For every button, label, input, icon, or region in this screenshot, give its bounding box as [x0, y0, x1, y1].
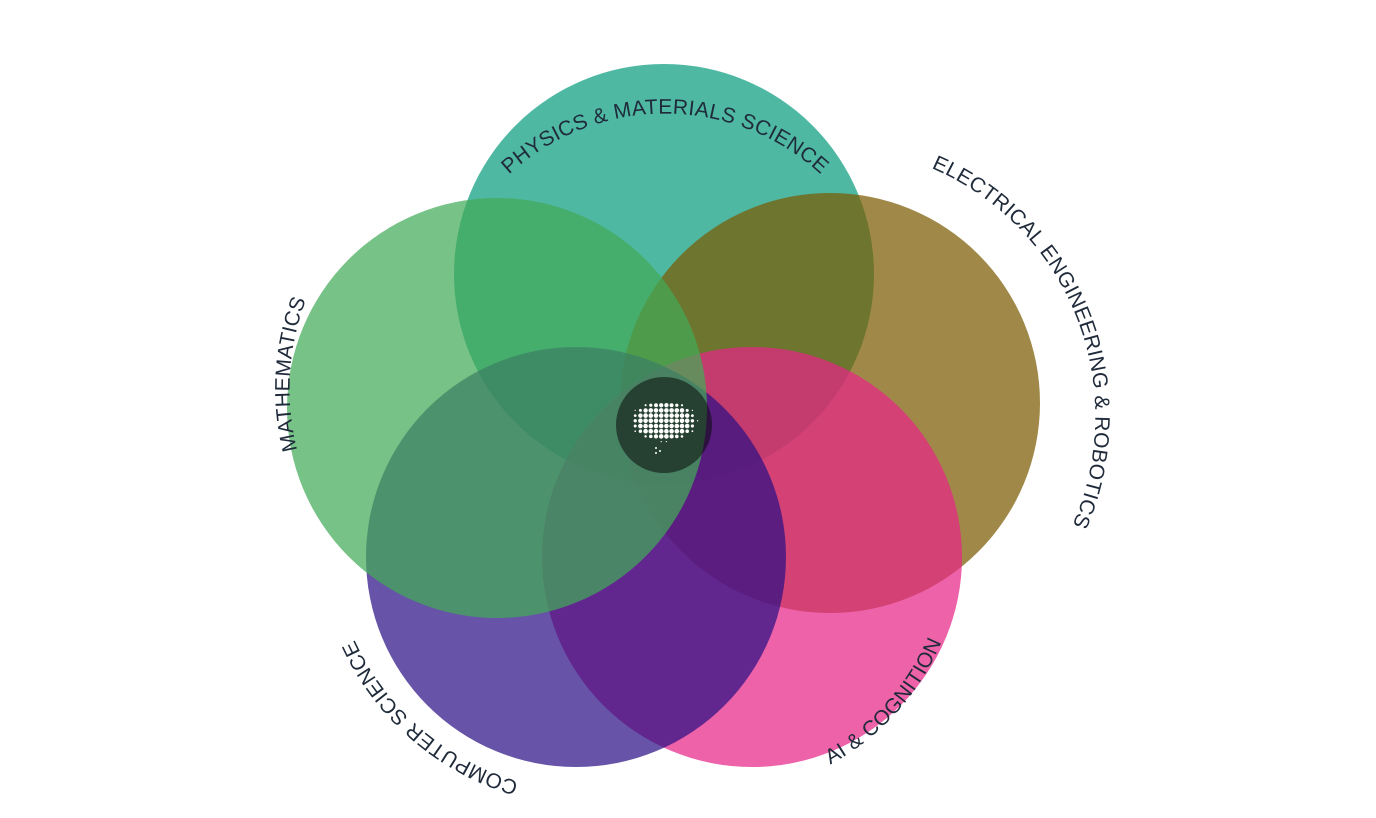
- brain-dot: [633, 414, 637, 417]
- brain-dot: [674, 418, 680, 424]
- brain-dot: [669, 434, 674, 439]
- brain-dot: [658, 423, 664, 429]
- brain-dot: [648, 413, 654, 418]
- brain-icon: [633, 403, 699, 454]
- brain-dot: [653, 413, 659, 418]
- circle-math: [287, 198, 707, 618]
- brain-dot: [664, 428, 669, 434]
- brain-dot: [674, 434, 679, 439]
- brain-dot: [696, 420, 699, 422]
- brain-dot: [655, 452, 657, 454]
- brain-dot: [679, 428, 685, 434]
- brain-dot: [674, 423, 680, 429]
- brain-dot: [669, 403, 674, 408]
- brain-dot: [679, 408, 685, 413]
- brain-dot: [634, 430, 637, 433]
- brain-dot: [638, 429, 643, 433]
- brain-dot: [658, 413, 664, 418]
- center-overlap: [616, 377, 712, 473]
- brain-dot: [643, 408, 648, 413]
- brain-dot: [653, 418, 659, 424]
- brain-dot: [643, 428, 648, 434]
- venn-circles: [287, 64, 1040, 767]
- brain-dot: [685, 429, 689, 433]
- brain-dot: [675, 403, 679, 407]
- brain-dot: [658, 408, 664, 413]
- brain-dot: [669, 408, 674, 413]
- brain-dot: [669, 418, 674, 424]
- brain-dot: [648, 428, 654, 434]
- brain-dot: [644, 435, 647, 438]
- brain-dot: [648, 418, 654, 424]
- brain-dot: [669, 428, 674, 434]
- brain-dot: [634, 409, 636, 412]
- brain-dot: [664, 413, 669, 418]
- brain-dot: [669, 423, 674, 429]
- brain-dot: [648, 408, 654, 413]
- brain-dot: [658, 428, 664, 434]
- brain-dot: [664, 408, 669, 413]
- brain-dot: [669, 413, 674, 418]
- brain-dot: [648, 423, 654, 429]
- brain-dot: [638, 408, 642, 412]
- brain-dot: [649, 434, 653, 439]
- brain-dot: [674, 408, 680, 413]
- brain-dot: [653, 434, 659, 439]
- brain-dot: [690, 419, 695, 423]
- brain-dot: [643, 418, 648, 424]
- brain-dot: [680, 404, 684, 407]
- brain-dot: [654, 403, 658, 408]
- brain-dot: [649, 403, 653, 407]
- brain-dot: [664, 403, 669, 408]
- brain-dot: [691, 409, 694, 412]
- brain-dot: [664, 418, 669, 424]
- brain-dot: [643, 413, 648, 418]
- brain-dot: [653, 423, 659, 429]
- brain-dot: [658, 418, 664, 424]
- brain-dot: [674, 413, 680, 418]
- brain-dot: [659, 403, 664, 408]
- brain-dot: [685, 408, 689, 412]
- brain-dot: [633, 419, 637, 423]
- brain-dot: [690, 424, 694, 428]
- brain-dot: [638, 423, 643, 429]
- brain-dot: [653, 428, 659, 434]
- brain-dot: [638, 413, 643, 418]
- brain-dot: [658, 434, 664, 439]
- brain-dot: [684, 418, 690, 424]
- brain-dot: [664, 434, 669, 439]
- brain-dot: [655, 447, 657, 449]
- brain-dot: [684, 413, 690, 418]
- brain-dot: [674, 428, 680, 434]
- brain-dot: [690, 414, 694, 418]
- brain-dot: [638, 418, 643, 424]
- brain-dot: [684, 423, 690, 429]
- brain-dot: [643, 423, 648, 429]
- brain-dot: [664, 423, 669, 429]
- brain-dot: [633, 424, 637, 428]
- brain-dot: [653, 408, 659, 413]
- brain-dot: [679, 413, 685, 418]
- brain-dot: [659, 450, 661, 452]
- brain-dot: [665, 440, 668, 443]
- brain-dot: [691, 430, 694, 433]
- brain-dot: [679, 418, 685, 424]
- brain-dot: [680, 435, 684, 438]
- brain-dot: [644, 404, 647, 407]
- brain-dot: [679, 423, 685, 429]
- brain-dot: [660, 441, 662, 443]
